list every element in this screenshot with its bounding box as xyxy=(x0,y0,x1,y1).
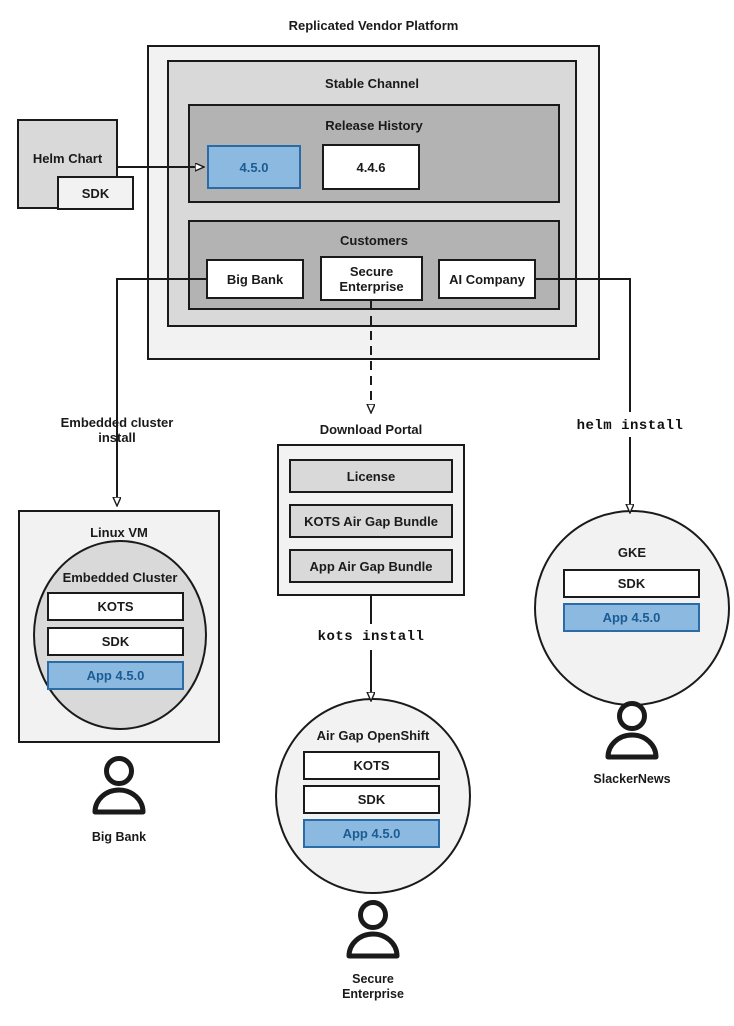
release-history-label: Release History xyxy=(325,118,423,133)
gke-component-sdk[interactable]: SDK xyxy=(563,569,700,598)
air-gap-openshift-label: Air Gap OpenShift xyxy=(316,728,430,743)
linux-vm-component-kots[interactable]: KOTS xyxy=(47,592,184,621)
openshift-component-sdk[interactable]: SDK xyxy=(303,785,440,814)
linux-vm-label: Linux VM xyxy=(90,525,148,540)
gke-component-app[interactable]: App 4.5.0 xyxy=(563,603,700,632)
diagram-title: Replicated Vendor Platform xyxy=(288,18,459,33)
release-4-4-6[interactable]: 4.4.6 xyxy=(322,144,420,190)
download-portal-title: Download Portal xyxy=(319,422,423,437)
customer-ai-company[interactable]: AI Company xyxy=(438,259,536,299)
gke-label: GKE xyxy=(617,545,647,560)
person-icon-secure-enterprise xyxy=(342,899,404,961)
embedded-cluster-label: Embedded Cluster xyxy=(62,570,178,585)
helm-install-label: helm install xyxy=(576,418,684,434)
release-4-5-0[interactable]: 4.5.0 xyxy=(207,145,301,189)
linux-vm-component-sdk[interactable]: SDK xyxy=(47,627,184,656)
stable-channel-label: Stable Channel xyxy=(325,76,419,91)
kots-install-label: kots install xyxy=(317,629,425,645)
artifact-app-air-gap-bundle[interactable]: App Air Gap Bundle xyxy=(289,549,453,583)
caption-big-bank: Big Bank xyxy=(91,830,147,844)
customer-big-bank[interactable]: Big Bank xyxy=(206,259,304,299)
customer-secure-enterprise[interactable]: Secure Enterprise xyxy=(320,256,423,301)
artifact-kots-air-gap-bundle[interactable]: KOTS Air Gap Bundle xyxy=(289,504,453,538)
helm-chart-sdk-box[interactable]: SDK xyxy=(57,176,134,210)
linux-vm-component-app[interactable]: App 4.5.0 xyxy=(47,661,184,690)
person-icon-big-bank xyxy=(88,755,150,817)
embedded-cluster-install-label: Embedded cluster install xyxy=(60,415,174,445)
caption-secure-enterprise: Secure Enterprise xyxy=(342,972,404,1001)
person-icon-slackernews xyxy=(601,700,663,762)
openshift-component-app[interactable]: App 4.5.0 xyxy=(303,819,440,848)
customers-label: Customers xyxy=(340,233,408,248)
helm-chart-label: Helm Chart xyxy=(32,151,103,166)
openshift-component-kots[interactable]: KOTS xyxy=(303,751,440,780)
artifact-license[interactable]: License xyxy=(289,459,453,493)
caption-slackernews: SlackerNews xyxy=(593,772,671,786)
